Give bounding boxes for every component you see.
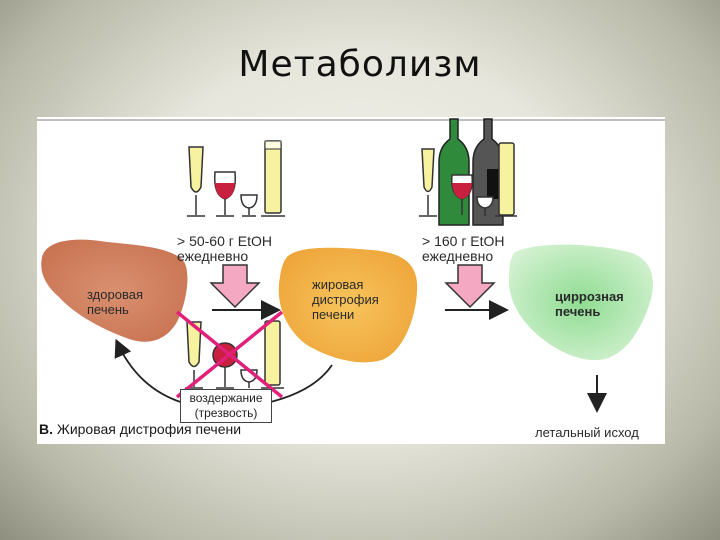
healthy-liver-shape (41, 239, 188, 342)
dose-moderate-frequency: ежедневно (177, 248, 249, 264)
dose-high-amount: > 160 г EtOH (422, 233, 505, 249)
fatty-liver-line2: дистрофия (312, 292, 379, 307)
liver-diagram: > 50-60 г EtOH ежедневно > 160 г EtOH еж… (37, 117, 665, 444)
top-rule (37, 119, 665, 121)
cross-line-2 (175, 310, 284, 399)
abstinence-line2: (трезвость) (194, 406, 258, 420)
slide-title: Метаболизм (238, 44, 482, 85)
fatty-liver-line1: жировая (312, 277, 364, 292)
figure-caption: В. Жировая дистрофия печени (39, 421, 241, 437)
diagram-graphics (41, 118, 653, 413)
abstinence-drinks-icon (185, 320, 284, 389)
healthy-liver-line1: здоровая (87, 287, 143, 302)
cirrhotic-liver-line2: печень (555, 304, 601, 319)
fatty-liver-line3: печени (312, 307, 355, 322)
dose-moderate-amount: > 50-60 г EtOH (177, 233, 272, 249)
abstinence-line1: воздержание (189, 391, 263, 405)
cirrhotic-liver-label: цирроз­ная печень (555, 289, 624, 319)
drinks-high-icon (419, 118, 517, 226)
dose-high-label: > 160 г EtOH ежедневно (422, 234, 505, 264)
dose-arrow-high (444, 264, 496, 309)
drinks-moderate-icon (187, 140, 285, 217)
cirrhotic-liver-shape (509, 244, 653, 361)
healthy-liver-label: здоровая печень (87, 287, 143, 317)
dose-moderate-label: > 50-60 г EtOH ежедневно (177, 234, 272, 264)
cirrhotic-liver-line1: цирроз­ная (555, 289, 624, 304)
fatty-liver-shape (278, 247, 418, 363)
caption-text: Жировая дистрофия печени (56, 421, 242, 437)
abstinence-box: воздержание (трезвость) (180, 389, 272, 423)
outcome-label: летальный исход (535, 425, 639, 440)
fatty-liver-label: жировая дистрофия печени (312, 277, 379, 322)
dose-high-frequency: ежедневно (422, 248, 494, 264)
caption-letter: В. (39, 421, 53, 437)
healthy-liver-line2: печень (87, 302, 129, 317)
dose-arrow-moderate (209, 264, 261, 309)
